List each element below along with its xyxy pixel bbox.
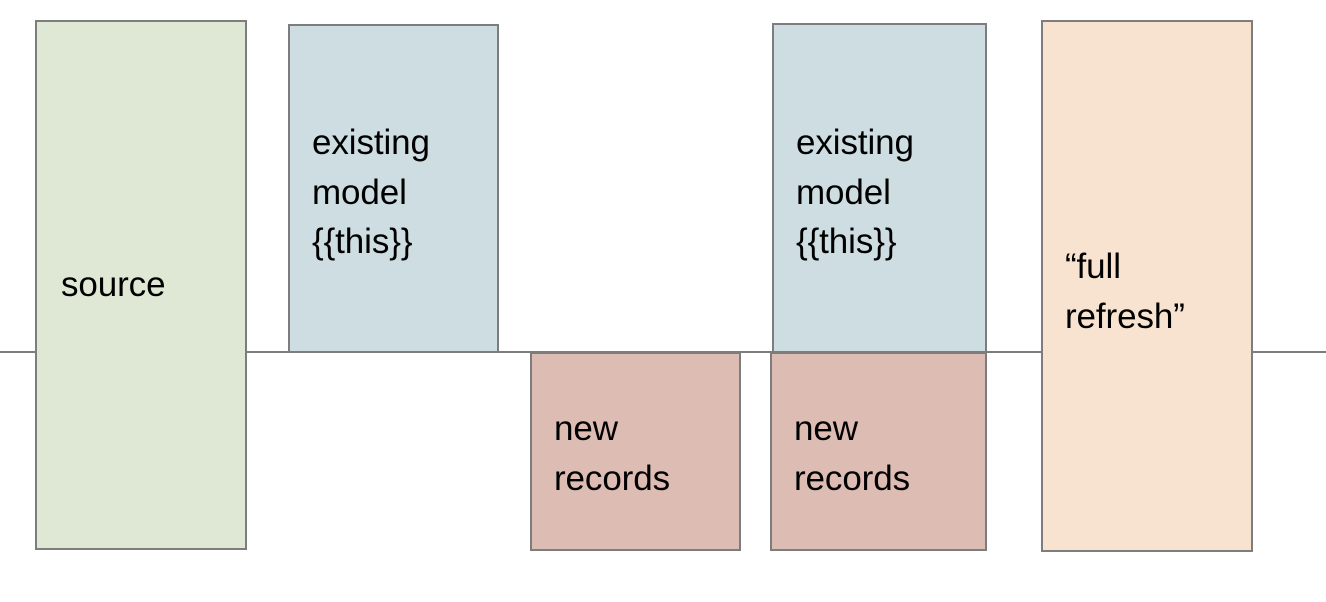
box-new-records-1-label: new records: [554, 409, 671, 498]
box-full-refresh-label: “full refresh”: [1065, 247, 1185, 336]
box-existing-model-1[interactable]: existing model {{this}}: [288, 24, 499, 353]
box-source-label: source: [61, 265, 166, 305]
box-source[interactable]: source: [35, 20, 247, 550]
box-existing-model-1-label: existing model {{this}}: [312, 123, 430, 262]
box-new-records-2[interactable]: new records: [770, 352, 987, 551]
box-existing-model-2[interactable]: existing model {{this}}: [772, 23, 987, 353]
box-new-records-2-label: new records: [794, 409, 911, 498]
box-full-refresh[interactable]: “full refresh”: [1041, 20, 1253, 552]
box-existing-model-2-label: existing model {{this}}: [796, 123, 914, 262]
box-new-records-1[interactable]: new records: [530, 352, 741, 551]
